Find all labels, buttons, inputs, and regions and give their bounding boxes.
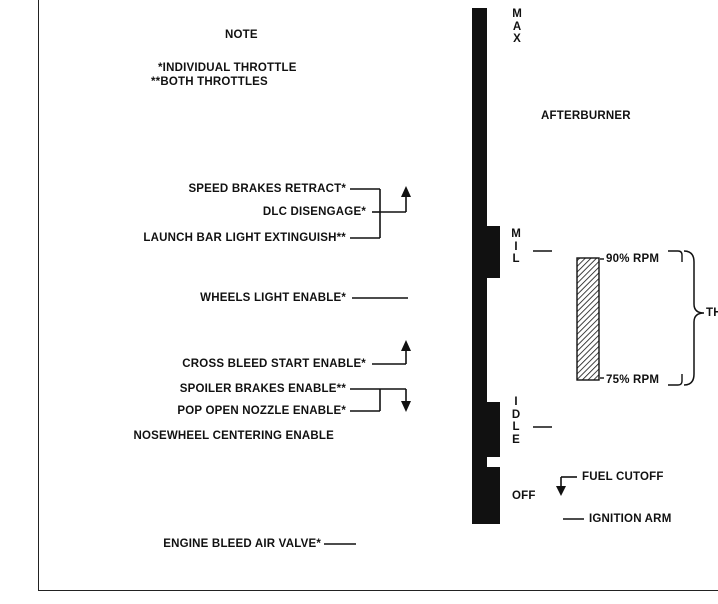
cross-bleed-bracket (372, 350, 407, 365)
label-cross-bleed: CROSS BLEED START ENABLE* (182, 358, 366, 370)
down-arrow-head (401, 401, 411, 412)
bracket-group-1 (350, 188, 407, 239)
label-afterburner: AFTERBURNER (541, 110, 631, 122)
rpm-range-hatched (576, 257, 600, 381)
throttle-travel-bar (472, 8, 500, 524)
up-arrow-head-1 (401, 186, 411, 197)
note-title: NOTE (225, 29, 258, 41)
rpm-curly-brace (683, 250, 705, 386)
label-ignition-arm: IGNITION ARM (589, 513, 672, 525)
label-spoiler-brakes: SPOILER BRAKES ENABLE** (179, 383, 346, 395)
label-dlc-disengage: DLC DISENGAGE* (262, 206, 366, 218)
label-wheels-light: WHEELS LIGHT ENABLE* (200, 292, 346, 304)
label-rpm-75: 75% RPM (606, 374, 660, 386)
label-nosewheel-centering: NOSEWHEEL CENTERING ENABLE (133, 430, 334, 442)
note-individual-throttle: *INDIVIDUAL THROTTLE (158, 62, 297, 74)
rpm-75-bracket (668, 374, 683, 386)
label-engine-bleed: ENGINE BLEED AIR VALVE* (163, 538, 321, 550)
up-arrow-head-2 (401, 340, 411, 351)
fuel-cutoff-arrow-head (556, 486, 566, 496)
bracket-group-2 (350, 388, 407, 412)
rpm-90-bracket (668, 250, 683, 262)
label-speed-brakes-retract: SPEED BRAKES RETRACT* (188, 183, 346, 195)
diagram-frame (38, 0, 718, 591)
label-fuel-cutoff: FUEL CUTOFF (582, 471, 664, 483)
label-cut-off-text: TH (706, 307, 718, 319)
label-rpm-90: 90% RPM (606, 253, 660, 265)
label-pop-open-nozzle: POP OPEN NOZZLE ENABLE* (177, 405, 346, 417)
note-both-throttles: **BOTH THROTTLES (151, 76, 268, 88)
position-off: OFF (512, 490, 536, 502)
label-launch-bar-light: LAUNCH BAR LIGHT EXTINGUISH** (143, 232, 346, 244)
